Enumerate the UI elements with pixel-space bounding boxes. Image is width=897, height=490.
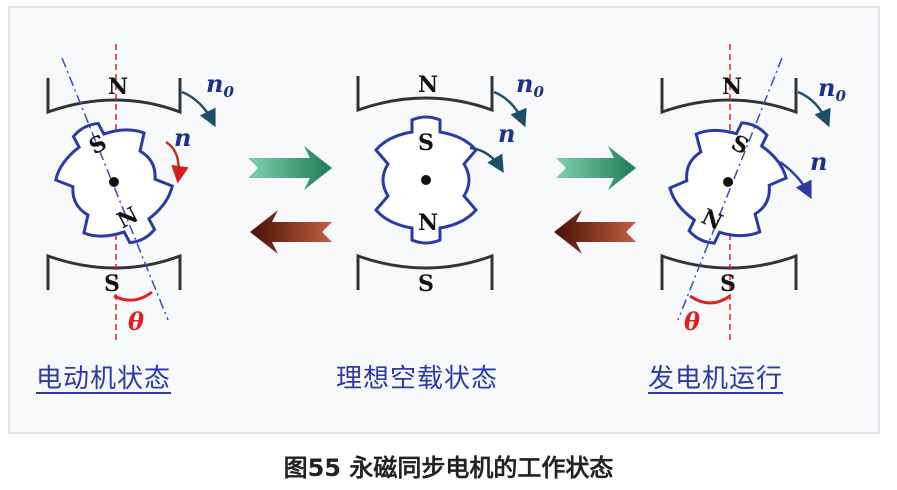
n0-subscript: 0 <box>223 83 234 101</box>
arrow-idle-to-generator <box>556 146 636 190</box>
n0-arrow <box>493 90 527 128</box>
figure-caption: 图55 永磁同步电机的工作状态 <box>283 454 614 482</box>
n-arrow <box>469 146 504 174</box>
rotor-top-pole-label: S <box>418 130 434 156</box>
n0-symbol: n <box>818 73 835 102</box>
panel-generator <box>653 44 831 340</box>
stator-bottom <box>46 253 182 290</box>
stator-top <box>46 78 182 115</box>
stator-top <box>356 76 494 113</box>
stator-bottom-pole-label: S <box>418 271 434 297</box>
theta-arc <box>113 290 153 302</box>
shaft-dot <box>421 175 431 185</box>
stator-top-pole-label: N <box>418 72 438 98</box>
rotor-axis <box>61 57 169 321</box>
n0-symbol: n <box>516 69 533 98</box>
n0-subscript: 0 <box>533 83 544 101</box>
n-label: n <box>498 119 515 148</box>
n0-subscript: 0 <box>835 87 846 105</box>
n0-arrow <box>181 90 216 128</box>
n0-label: n0 <box>516 69 544 101</box>
n0-label: n0 <box>206 69 234 101</box>
n0-label: n0 <box>818 73 846 105</box>
n-arrow <box>165 140 189 184</box>
stator-bottom-pole-label: S <box>720 271 736 297</box>
n-label: n <box>810 147 827 176</box>
shaft-dot <box>723 177 733 187</box>
n-label: n <box>174 123 191 152</box>
panel-label-generator: 发电机运行 <box>648 364 784 394</box>
panel-label-idle: 理想空载状态 <box>336 364 499 394</box>
arrow-generator-to-idle <box>554 210 636 254</box>
n0-arrow <box>797 90 831 128</box>
theta-arc <box>689 294 731 305</box>
n-arrow <box>779 160 812 200</box>
stator-top-pole-label: N <box>722 74 742 100</box>
stator-bottom-pole-label: S <box>104 271 120 297</box>
theta-label: θ <box>128 307 144 336</box>
theta-label: θ <box>684 307 700 336</box>
n0-symbol: n <box>206 69 223 98</box>
arrow-motor-to-idle <box>248 146 332 190</box>
panel-motor <box>38 44 216 340</box>
rotor-axis <box>677 57 783 321</box>
stator-bottom <box>356 253 494 290</box>
shaft-dot <box>109 177 119 187</box>
stator-top-pole-label: N <box>108 74 128 100</box>
panel-label-motor: 电动机状态 <box>36 364 172 394</box>
panel-idle <box>356 76 527 290</box>
rotor-bottom-pole-label: N <box>418 210 438 236</box>
arrow-idle-to-motor <box>250 210 332 254</box>
